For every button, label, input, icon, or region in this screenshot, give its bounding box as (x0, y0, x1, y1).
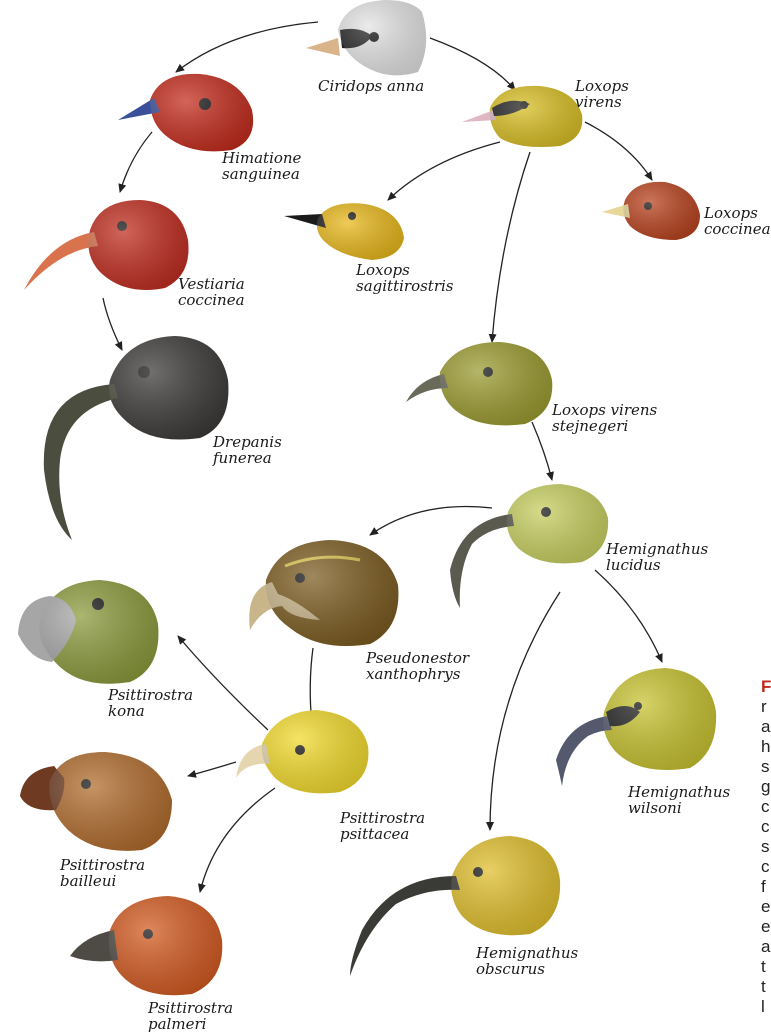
label-psittirostra-psittacea: Psittirostra psittacea (340, 810, 425, 842)
caption-letter: t (761, 977, 766, 997)
caption-letter: e (761, 917, 770, 937)
label-psittirostra-bailleui: Psittirostra bailleui (60, 857, 145, 889)
label-psittirostra-kona: Psittirostra kona (108, 687, 193, 719)
bird-loxops-sagittirostris (284, 203, 404, 260)
arrows (103, 22, 662, 892)
label-himatione-sanguinea: Himatione sanguinea (222, 150, 301, 182)
bird-vestiaria-coccinea (24, 200, 189, 290)
caption-letter: c (761, 857, 770, 877)
caption-letter: c (761, 817, 770, 837)
label-hemignathus-obscurus: Hemignathus obscurus (476, 945, 578, 977)
caption-letter: s (761, 837, 770, 857)
label-ciridops-anna: Ciridops anna (318, 78, 424, 94)
arrow-stejnegeri-lucidus (532, 422, 552, 480)
bird-beak-drepanis (44, 384, 118, 540)
caption-letter: c (761, 797, 770, 817)
arrow-psittacea-palmeri (200, 788, 275, 892)
arrow-himatione-vestiaria (120, 132, 152, 192)
bird-loxops-virens-stejnegeri (406, 342, 552, 425)
bird-beak-obscurus (350, 876, 460, 976)
bird-himatione-sanguinea (118, 74, 253, 151)
bird-pseudonestor-xanthophrys (249, 540, 398, 646)
caption-letter: a (761, 717, 770, 737)
caption-letter: e (761, 897, 770, 917)
bird-beak-ciridops (306, 38, 340, 56)
arrow-ciridops-himatione (176, 22, 318, 72)
arrow-psittacea-bailleui (188, 762, 236, 776)
label-loxops-virens-stejnegeri: Loxops virens stejnegeri (552, 402, 657, 434)
bird-psittirostra-kona (18, 580, 158, 684)
bird-loxops-virens (462, 86, 582, 147)
bird-psittirostra-bailleui (20, 752, 172, 851)
arrow-lucidus-obscurus (490, 592, 560, 830)
arrow-loxops-virens-sagittirostris (388, 142, 500, 200)
caption-letter: l (761, 997, 765, 1017)
caption-letter: f (761, 877, 766, 897)
arrow-loxops-virens-stejnegeri (492, 152, 530, 342)
arrow-lucidus-wilsoni (595, 570, 662, 662)
bird-beak-vestiaria (24, 232, 98, 290)
caption-letter: s (761, 757, 770, 777)
bird-beak-lucidus (450, 514, 514, 608)
bird-ciridops-anna (306, 0, 426, 75)
label-drepanis-funerea: Drepanis funerea (213, 434, 282, 466)
bird-drepanis-funerea (44, 336, 229, 540)
bird-hemignathus-wilsoni (556, 668, 716, 786)
caption-letter: h (761, 737, 770, 757)
caption-letter: a (761, 937, 770, 957)
label-loxops-coccinea: Loxops coccinea (704, 205, 771, 237)
label-vestiaria-coccinea: Vestiaria coccinea (178, 276, 245, 308)
bird-hemignathus-lucidus (450, 484, 608, 608)
arrow-vestiaria-drepanis (103, 298, 122, 350)
label-hemignathus-wilsoni: Hemignathus wilsoni (628, 784, 730, 816)
caption-letter: F (761, 677, 771, 697)
label-loxops-sagittirostris: Loxops sagittirostris (356, 262, 454, 294)
caption-letter: r (761, 697, 767, 717)
bird-psittirostra-psittacea (236, 710, 368, 793)
label-loxops-virens: Loxops virens (575, 78, 629, 110)
bird-loxops-coccinea (602, 182, 700, 240)
arrow-loxops-virens-coccinea (585, 122, 652, 180)
caption-letter: t (761, 957, 766, 977)
bird-psittirostra-palmeri (70, 896, 222, 995)
label-hemignathus-lucidus: Hemignathus lucidus (606, 541, 708, 573)
caption-letter: g (761, 777, 770, 797)
arrow-ciridops-loxops-virens (430, 38, 515, 90)
label-psittirostra-palmeri: Psittirostra palmeri (148, 1000, 233, 1032)
label-pseudonestor-xanthophrys: Pseudonestor xanthophrys (366, 650, 469, 682)
